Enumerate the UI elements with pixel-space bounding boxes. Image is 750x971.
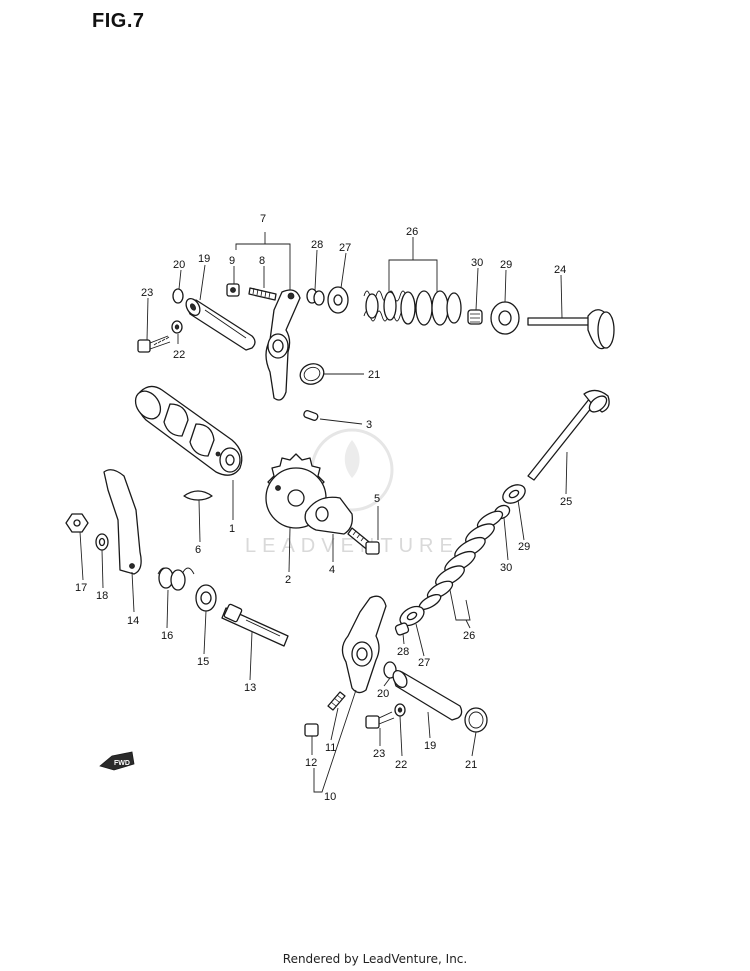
adjusting-screw-8 — [248, 287, 277, 301]
cam-pin-3 — [303, 409, 319, 421]
nut-9 — [226, 283, 240, 297]
spring-seat-29-upper — [490, 301, 520, 335]
callout-8: 8 — [259, 255, 265, 267]
callout-30-lower: 30 — [500, 562, 512, 574]
callout-23-upper: 23 — [141, 287, 153, 299]
callout-1: 1 — [229, 523, 235, 535]
callout-21-upper: 21 — [368, 369, 380, 381]
figure-title: FIG.7 — [92, 10, 145, 32]
callout-4: 4 — [329, 564, 335, 576]
callout-6: 6 — [195, 544, 201, 556]
washer-22-lower — [394, 703, 406, 717]
callout-18: 18 — [96, 590, 108, 602]
callout-19-upper: 19 — [198, 253, 210, 265]
callout-22-upper: 22 — [173, 349, 185, 361]
callout-28-upper: 28 — [311, 239, 323, 251]
watermark-text: LEADVENTURE — [245, 535, 459, 557]
callout-2: 2 — [285, 574, 291, 586]
callout-7: 7 — [260, 213, 266, 225]
rocker-arm-upper — [265, 289, 301, 401]
callout-26-lower: 26 — [463, 630, 475, 642]
rocker-shaft-lower — [392, 669, 463, 721]
rocker-shaft-upper — [185, 297, 256, 351]
callout-21-lower: 21 — [465, 759, 477, 771]
watermark: LEADVENTURE — [245, 428, 459, 557]
valve-cotter-28-upper — [306, 288, 325, 306]
spring-retainer-27-upper — [327, 286, 349, 314]
lever-14 — [103, 469, 142, 575]
valve-25-exhaust — [527, 389, 610, 481]
callout-27-upper: 27 — [339, 242, 351, 254]
callout-20-lower: 20 — [377, 688, 389, 700]
nut-17 — [65, 513, 89, 533]
valve-stem-seal-30-upper — [467, 309, 483, 325]
callout-30-upper: 30 — [471, 257, 483, 269]
spring-retainer-27-lower — [399, 605, 425, 627]
callout-13: 13 — [244, 682, 256, 694]
rocker-arm-lower — [341, 595, 387, 694]
adjusting-screw-11 — [327, 691, 346, 711]
callout-15: 15 — [197, 656, 209, 668]
o-ring-21-lower — [464, 707, 488, 733]
valve-springs-26-lower — [418, 510, 504, 611]
callout-23-lower: 23 — [373, 748, 385, 760]
callout-5: 5 — [374, 493, 380, 505]
washer-22-upper — [171, 320, 183, 334]
callout-26-upper: 26 — [406, 226, 418, 238]
spring-16 — [157, 567, 195, 591]
callout-19-lower: 19 — [424, 740, 436, 752]
bolt-23-upper — [137, 335, 171, 353]
washer-20-upper — [172, 288, 184, 304]
callout-25: 25 — [560, 496, 572, 508]
leader-lines — [79, 232, 568, 793]
valve-cotter-28-lower — [394, 622, 410, 636]
callout-27-lower: 27 — [418, 657, 430, 669]
callout-29-upper: 29 — [500, 259, 512, 271]
callout-14: 14 — [127, 615, 139, 627]
callout-28-lower: 28 — [397, 646, 409, 658]
callout-24: 24 — [554, 264, 566, 276]
callout-17: 17 — [75, 582, 87, 594]
bolt-5 — [347, 527, 380, 555]
callout-12: 12 — [305, 757, 317, 769]
camshaft — [134, 385, 243, 476]
callout-11: 11 — [325, 742, 336, 754]
bolt-23-lower — [365, 711, 395, 729]
washer-18 — [95, 533, 109, 551]
cam-plate-4 — [304, 496, 353, 535]
bearing-15 — [195, 584, 217, 612]
spring-seat-29-lower — [502, 484, 526, 504]
callout-20-upper: 20 — [173, 259, 185, 271]
callout-labels: 7 9 8 20 19 23 22 28 27 26 30 29 24 21 3… — [75, 213, 572, 803]
bearing-6 — [183, 490, 213, 501]
nut-12 — [304, 723, 319, 737]
shaft-13 — [221, 603, 289, 647]
callout-9: 9 — [229, 255, 235, 267]
fwd-label: FWD — [114, 760, 130, 767]
o-ring-21-upper — [299, 363, 325, 385]
fwd-arrow-icon: FWD — [99, 751, 135, 771]
callout-29-lower: 29 — [518, 541, 530, 553]
valve-springs-26-upper — [363, 290, 462, 326]
valve-24-intake — [527, 309, 615, 350]
callout-10: 10 — [324, 791, 336, 803]
callout-16: 16 — [161, 630, 173, 642]
footer-credit: Rendered by LeadVenture, Inc. — [282, 952, 468, 966]
callout-3: 3 — [366, 419, 372, 431]
callout-22-lower: 22 — [395, 759, 407, 771]
